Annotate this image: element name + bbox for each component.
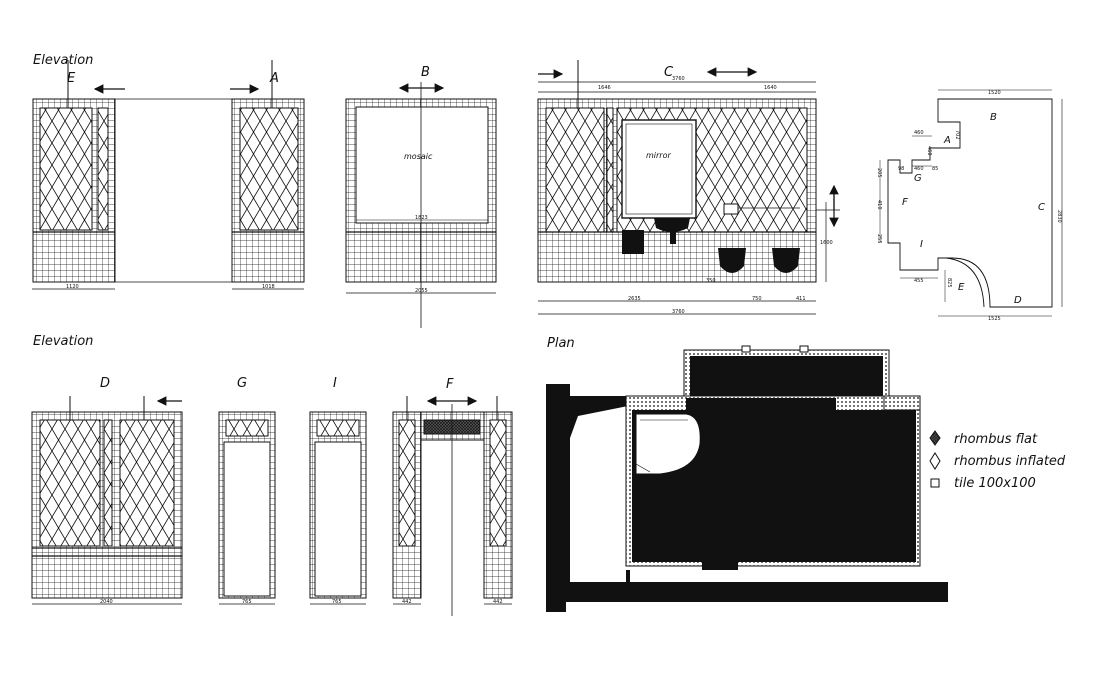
elevation-g — [218, 411, 276, 605]
dim-key-a2: 460 — [926, 146, 932, 156]
key-label-c: C — [1038, 202, 1045, 213]
dim-key-side1: 205 — [876, 168, 882, 178]
tile-square-icon — [930, 478, 940, 488]
plan-title: Plan — [547, 336, 575, 351]
dim-c-height: 1600 — [820, 240, 833, 246]
view-label-b: B — [421, 65, 430, 80]
legend-label-rhombus-inflated: rhombus inflated — [954, 454, 1066, 469]
dim-key-i: 455 — [914, 278, 924, 284]
dim-key-top: 1520 — [988, 90, 1001, 96]
key-label-e: E — [958, 282, 965, 293]
dim-c-bottom-mid: 750 — [752, 296, 762, 302]
view-label-g: G — [237, 376, 247, 391]
dim-f-left: 442 — [402, 599, 412, 605]
key-label-d: D — [1014, 295, 1022, 306]
dim-c-top-total: 3760 — [672, 76, 685, 82]
view-label-f: F — [446, 377, 454, 392]
dim-b-inner: 1823 — [415, 215, 428, 221]
dim-c-bottom-right: 411 — [796, 296, 806, 302]
key-label-i: I — [920, 239, 923, 250]
view-label-i: I — [333, 376, 337, 391]
elevation-c — [537, 60, 840, 315]
view-label-c: C — [664, 65, 674, 80]
legend: rhombus flat rhombus inflated tile 100x1… — [929, 430, 1066, 491]
dim-key-side2: 410 — [876, 200, 882, 210]
mirror-note: mirror — [646, 151, 671, 160]
dim-key-g: 460 — [914, 166, 924, 172]
view-label-a: A — [269, 71, 279, 86]
rhombus-inflated-icon — [929, 452, 941, 470]
rhombus-flat-icon — [929, 430, 941, 446]
dim-key-small1: 98 — [898, 166, 904, 172]
elevation-e — [32, 60, 125, 290]
elevation-b — [345, 82, 497, 328]
dim-key-bottom: 1525 — [988, 316, 1001, 322]
dim-key-side3: 255 — [876, 234, 882, 244]
key-label-g: G — [914, 173, 922, 184]
key-label-b: B — [990, 112, 997, 123]
dim-c-bottom-total: 3760 — [672, 309, 685, 315]
legend-label-rhombus-flat: rhombus flat — [954, 432, 1038, 447]
mosaic-note: mosaic — [404, 152, 433, 161]
elevation-d — [31, 396, 183, 605]
elevation-title-top: Elevation — [33, 53, 93, 68]
elevation-i — [309, 411, 367, 605]
dim-key-e: 825 — [946, 278, 952, 288]
legend-label-tile: tile 100x100 — [954, 476, 1036, 491]
dim-e-width: 1120 — [66, 284, 79, 290]
dim-key-right: 2830 — [1056, 210, 1062, 223]
view-label-e: E — [67, 71, 76, 86]
dim-key-a1: 460 — [914, 130, 924, 136]
dim-g-width: 765 — [242, 599, 252, 605]
dim-f-right: 442 — [493, 599, 503, 605]
dim-a-width: 1018 — [262, 284, 275, 290]
dim-c-small: 350 — [706, 278, 716, 284]
dim-b-width: 2055 — [415, 288, 428, 294]
dim-key-small2: 85 — [932, 166, 938, 172]
view-label-d: D — [100, 376, 110, 391]
dim-i-width: 765 — [332, 599, 342, 605]
dim-c-top-right: 1640 — [764, 85, 777, 91]
key-plan — [879, 89, 1063, 317]
elevation-title-bottom: Elevation — [33, 334, 93, 349]
key-label-a: A — [943, 135, 951, 146]
elevation-a — [230, 60, 305, 290]
elevation-f — [392, 396, 513, 616]
floor-plan — [546, 345, 948, 612]
dim-key-a-h: 702 — [954, 130, 960, 140]
key-label-f: F — [902, 197, 908, 208]
dim-c-top-left: 1646 — [598, 85, 611, 91]
dim-c-bottom-left: 2635 — [628, 296, 641, 302]
dim-d-width: 2040 — [100, 599, 113, 605]
